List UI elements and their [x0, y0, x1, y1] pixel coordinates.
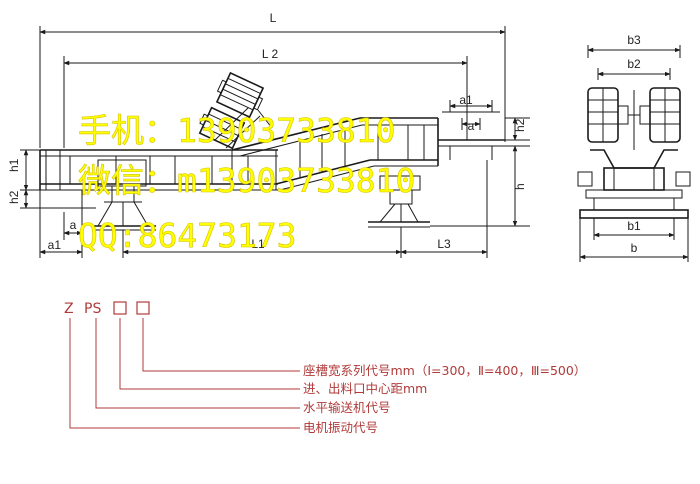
- dimension-L1-L3: [122, 160, 488, 258]
- label-L3: L3: [437, 237, 451, 251]
- label-h1: h1: [7, 158, 21, 172]
- label-h2-right: h2: [513, 118, 527, 132]
- side-view: [20, 26, 530, 258]
- end-view-labels: b3 b2 b1 b: [627, 33, 641, 255]
- code-z: Z: [64, 301, 74, 317]
- end-view: [577, 45, 691, 262]
- vibration-motor-upper: [215, 71, 265, 119]
- dimension-right-verticals: [430, 100, 530, 227]
- trough-left: [39, 149, 278, 191]
- watermark-qq: QQ:86473173: [78, 216, 297, 255]
- trough-incline: [231, 117, 375, 191]
- label-a1-right: a1: [459, 93, 473, 107]
- watermark-phone: 手机：13903733810: [78, 111, 396, 150]
- vibration-motor-lower: [198, 106, 246, 150]
- label-b2: b2: [627, 57, 641, 71]
- code-box-1: [113, 301, 127, 315]
- trough-right: [360, 117, 505, 167]
- support-left: [92, 159, 156, 231]
- legend-item-3: 水平输送机代号: [303, 400, 391, 415]
- label-a1-left: a1: [48, 238, 62, 252]
- end-trough: [577, 149, 691, 191]
- end-base: [579, 189, 689, 219]
- label-h2-left: h2: [7, 190, 21, 204]
- label-b1: b1: [627, 219, 641, 233]
- legend-leader-lines: [69, 318, 300, 429]
- motor-bracket: [214, 107, 273, 149]
- side-view-labels: L L 2 L1 L3 a1 a h1 h2 a1 a h2 h: [7, 11, 527, 252]
- label-b3: b3: [627, 33, 641, 47]
- legend-item-1: 座槽宽系列代号mm（Ⅰ=300，Ⅱ=400，Ⅲ=500）: [303, 363, 586, 378]
- dimension-left-verticals: [20, 149, 96, 258]
- label-L1: L1: [251, 237, 265, 251]
- watermark-wechat: 微信：m13903733810: [78, 161, 415, 200]
- label-a-right: a: [468, 119, 475, 133]
- label-h-right: h: [513, 183, 527, 190]
- code-box-2: [136, 301, 150, 315]
- end-motor-left: [587, 87, 629, 143]
- label-L2: L 2: [262, 47, 279, 61]
- label-L: L: [270, 11, 277, 25]
- end-motor-right: [639, 87, 681, 143]
- contact-watermark: 手机：13903733810 微信：m13903733810 QQ:864731…: [78, 111, 416, 256]
- support-right: [368, 175, 430, 228]
- label-b: b: [631, 241, 638, 255]
- model-code-legend: Z PS 座槽宽系列代号mm（Ⅰ=300，Ⅱ=400，Ⅲ=500） 进、出料口中…: [64, 301, 586, 435]
- code-ps: PS: [84, 301, 101, 317]
- label-a-left: a: [70, 218, 77, 232]
- dimension-L: [39, 26, 506, 148]
- legend-item-2: 进、出料口中心距mm: [303, 381, 427, 396]
- legend-item-4: 电机振动代号: [303, 420, 378, 435]
